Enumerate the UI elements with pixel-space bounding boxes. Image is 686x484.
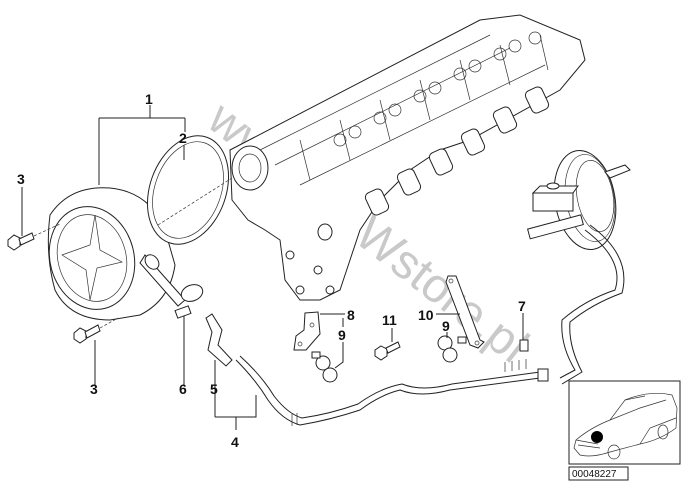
- brake-booster: [527, 149, 631, 251]
- hose-elbow: [205, 313, 233, 367]
- hose-clip-1: [311, 351, 338, 383]
- bolt-11: [374, 341, 401, 361]
- o-ring: [146, 135, 230, 245]
- car-locator-inset: 00048227: [568, 380, 681, 481]
- callout-2: 2: [179, 130, 187, 146]
- callout-9-right: 9: [442, 318, 450, 334]
- callout-11: 11: [382, 312, 397, 328]
- hose-clip-2: [437, 335, 467, 363]
- callout-8: 8: [347, 307, 355, 323]
- inset-frame: [568, 380, 681, 465]
- bracket-10: [445, 275, 485, 349]
- callout-5: 5: [210, 381, 218, 397]
- callout-labels: 1 2 3 3 4 5 6 7 8 9 9 10 11: [17, 91, 526, 450]
- diagram-number: 00048227: [572, 469, 617, 480]
- callout-3-upper: 3: [17, 171, 25, 187]
- callout-4: 4: [231, 434, 239, 450]
- car-outline-icon: [573, 393, 678, 460]
- callout-7: 7: [518, 298, 526, 314]
- callout-9-left: 9: [338, 327, 346, 343]
- callout-3-lower: 3: [90, 381, 98, 397]
- callout-lines: [21, 105, 524, 430]
- bolt-lower: [73, 324, 101, 344]
- callout-10: 10: [418, 307, 434, 323]
- hose-clamp: [174, 284, 204, 319]
- diagram-number-box: [568, 466, 629, 481]
- booster-hose: [559, 224, 625, 385]
- intake-ports: [364, 86, 550, 216]
- cap: [519, 339, 529, 352]
- bracket-8: [293, 311, 321, 351]
- valve-holes: [333, 31, 542, 147]
- vacuum-line: [235, 355, 549, 426]
- location-marker-dot: [591, 431, 603, 443]
- bolt-upper: [7, 232, 35, 251]
- callout-1: 1: [145, 91, 153, 107]
- cylinder-head: [229, 14, 586, 301]
- callout-6: 6: [179, 381, 187, 397]
- head-flange: [231, 145, 269, 191]
- vacuum-pump: [47, 187, 186, 321]
